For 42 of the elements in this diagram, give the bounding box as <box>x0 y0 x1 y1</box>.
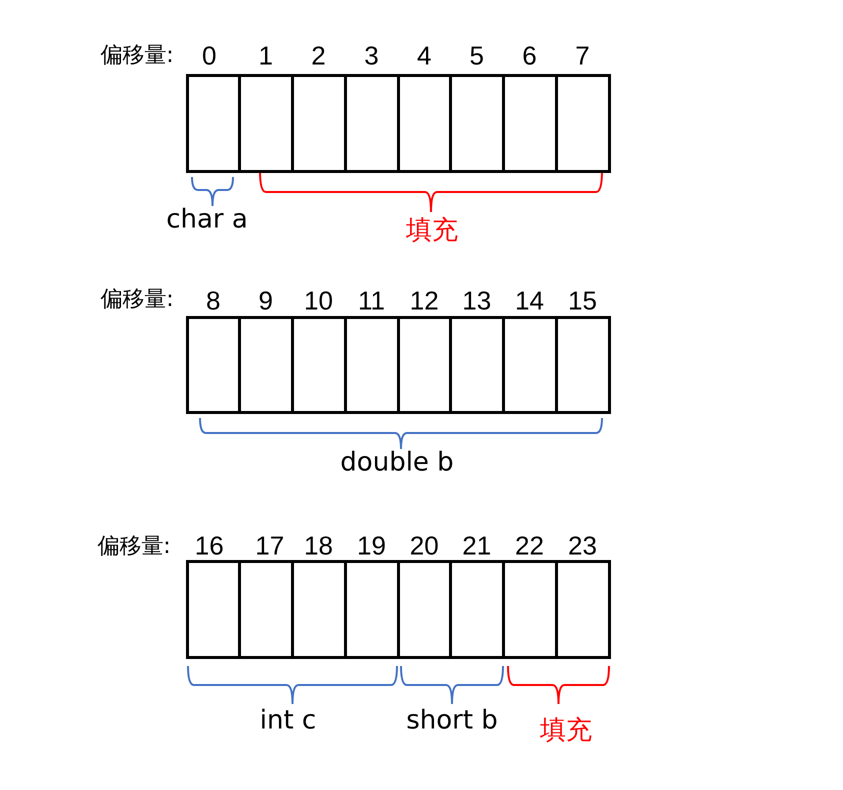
offset-number: 4 <box>417 42 432 70</box>
offset-number: 12 <box>410 286 439 316</box>
offset-number: 13 <box>462 286 492 316</box>
offset-number: 5 <box>470 42 484 70</box>
offset-number: 16 <box>194 532 224 560</box>
offset-number: 23 <box>568 532 597 560</box>
offset-number: 17 <box>255 532 284 560</box>
offset-number: 20 <box>410 532 439 560</box>
memory-cell <box>449 74 504 172</box>
memory-cell <box>238 74 294 172</box>
offset-heading: 偏移量: <box>100 44 174 68</box>
offset-number: 11 <box>358 286 385 316</box>
field-label: short b <box>406 706 498 736</box>
offset-number: 22 <box>515 532 544 560</box>
field-label: double b <box>340 448 454 478</box>
memory-cell <box>186 316 241 414</box>
offset-number: 14 <box>515 286 544 316</box>
offset-number: 10 <box>304 286 333 316</box>
memory-cell <box>186 74 241 172</box>
offset-number: 1 <box>258 42 273 70</box>
memory-cell <box>449 560 504 658</box>
offset-number: 8 <box>206 286 220 316</box>
offset-number: 21 <box>462 532 492 560</box>
memory-cell <box>238 316 294 414</box>
offset-number: 15 <box>568 286 597 316</box>
offset-number: 6 <box>522 42 537 70</box>
offset-number: 2 <box>311 42 326 70</box>
field-label: char a <box>166 206 248 234</box>
offset-number: 0 <box>202 42 216 70</box>
memory-cell <box>449 316 504 414</box>
memory-cell <box>186 560 241 658</box>
field-label: int c <box>260 706 316 736</box>
field-label: 填充 <box>406 216 458 246</box>
offset-heading: 偏移量: <box>97 534 171 560</box>
offset-number: 18 <box>304 532 333 560</box>
field-label: 填充 <box>540 716 592 746</box>
offset-number: 9 <box>258 286 273 316</box>
offset-number: 3 <box>364 42 379 70</box>
offset-heading: 偏移量: <box>100 288 174 312</box>
offset-number: 19 <box>357 532 386 560</box>
memory-cell <box>238 560 294 658</box>
offset-number: 7 <box>575 42 590 70</box>
